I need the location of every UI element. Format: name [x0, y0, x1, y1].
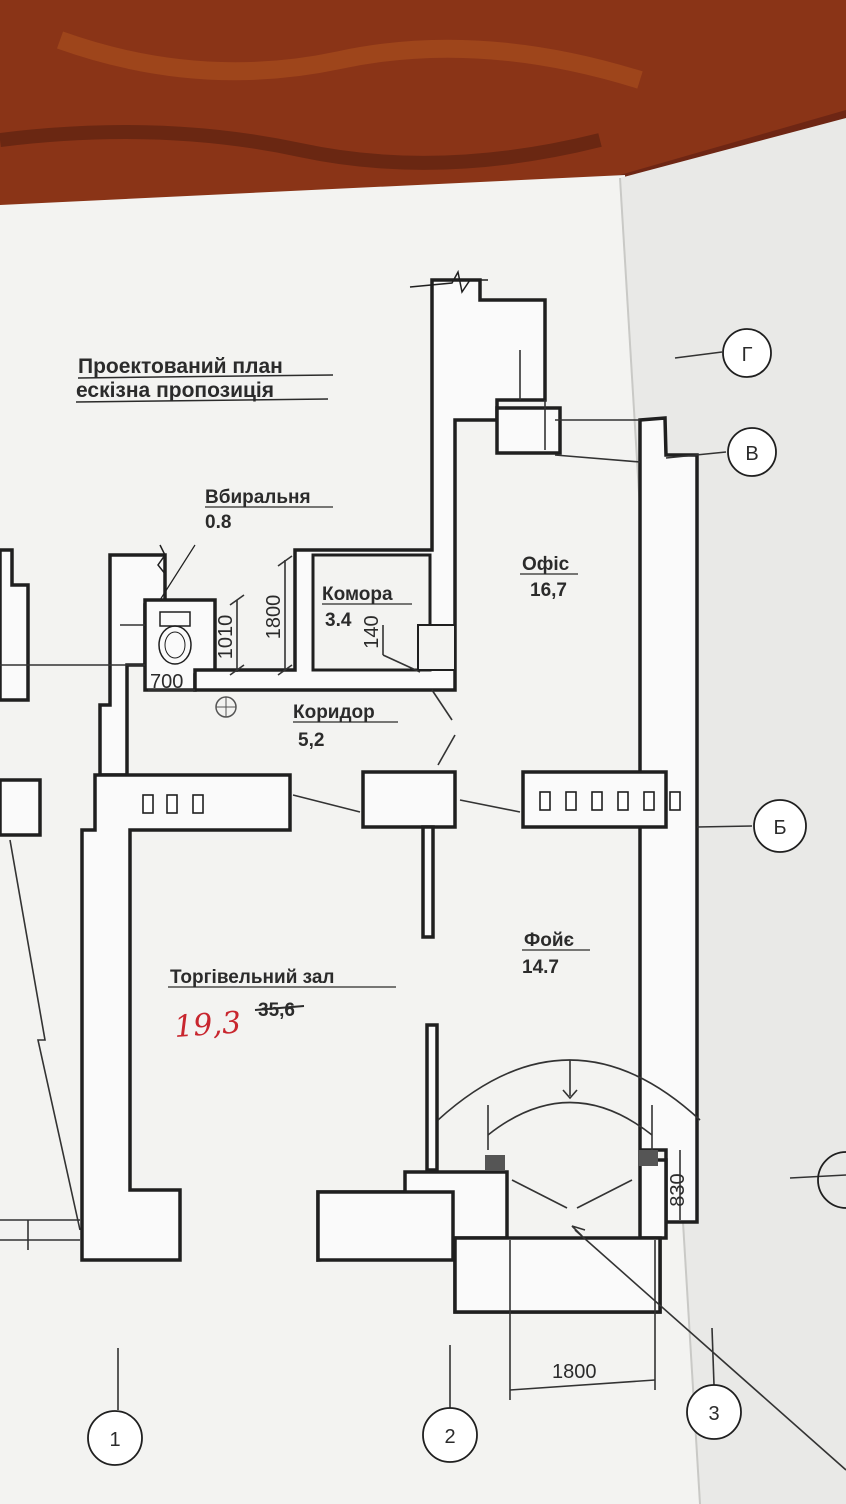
- svg-text:2: 2: [444, 1426, 455, 1448]
- sales-hall-old-area: 35,6: [258, 1000, 295, 1021]
- storage-label: Комора: [322, 584, 393, 605]
- corridor-area: 5,2: [298, 730, 324, 751]
- plan-title-line1: Проектований план: [78, 355, 283, 378]
- drain-icon: [215, 696, 237, 718]
- dim-1800-vertical: 1800: [263, 595, 285, 640]
- toilet-label: Вбиральня: [205, 487, 311, 508]
- plan-title-line2: ескізна пропозиція: [76, 379, 274, 402]
- dim-140: 140: [361, 615, 383, 648]
- svg-text:Г: Г: [742, 344, 753, 366]
- door-lines: [0, 350, 701, 1209]
- hatched-columns: [485, 1150, 658, 1171]
- left-partial-wall: [0, 548, 81, 1250]
- walls: [80, 278, 699, 1314]
- svg-text:1: 1: [109, 1429, 120, 1451]
- storage-area: 3.4: [325, 610, 352, 631]
- axis-marker-g: Г: [722, 328, 772, 378]
- dimension-lines: [148, 555, 846, 1471]
- dim-1800-bottom: 1800: [552, 1361, 597, 1383]
- vent-marks: [142, 791, 681, 814]
- axis-marker-v: В: [727, 427, 777, 477]
- axis-marker-2: 2: [422, 1407, 478, 1463]
- fabric-fold: [0, 0, 846, 230]
- paper-sheet-left: [0, 175, 700, 1504]
- axis-marker-partial: [817, 1151, 846, 1209]
- svg-text:В: В: [745, 443, 758, 465]
- svg-text:Б: Б: [773, 817, 786, 839]
- toilet-icon: [158, 544, 196, 665]
- dim-830: 830: [667, 1173, 689, 1206]
- sales-hall-label: Торгівельний зал: [170, 967, 335, 988]
- office-area: 16,7: [530, 580, 567, 601]
- axis-marker-3: 3: [686, 1384, 742, 1440]
- corridor-label: Коридор: [293, 702, 375, 723]
- break-mark-top: [409, 269, 488, 294]
- strike-through: [254, 1005, 305, 1011]
- dim-1010: 1010: [215, 615, 237, 660]
- dim-700: 700: [150, 671, 183, 693]
- toilet-area: 0.8: [205, 512, 231, 533]
- sales-hall-handwritten-area: 19,3: [173, 1005, 242, 1045]
- office-label: Офіс: [522, 554, 570, 575]
- axis-marker-1: 1: [87, 1410, 143, 1466]
- foyer-label: Фойє: [524, 930, 575, 951]
- axis-marker-b: Б: [753, 799, 807, 853]
- svg-text:3: 3: [708, 1403, 719, 1425]
- foyer-area: 14.7: [522, 957, 559, 978]
- break-mark-left: [157, 544, 167, 576]
